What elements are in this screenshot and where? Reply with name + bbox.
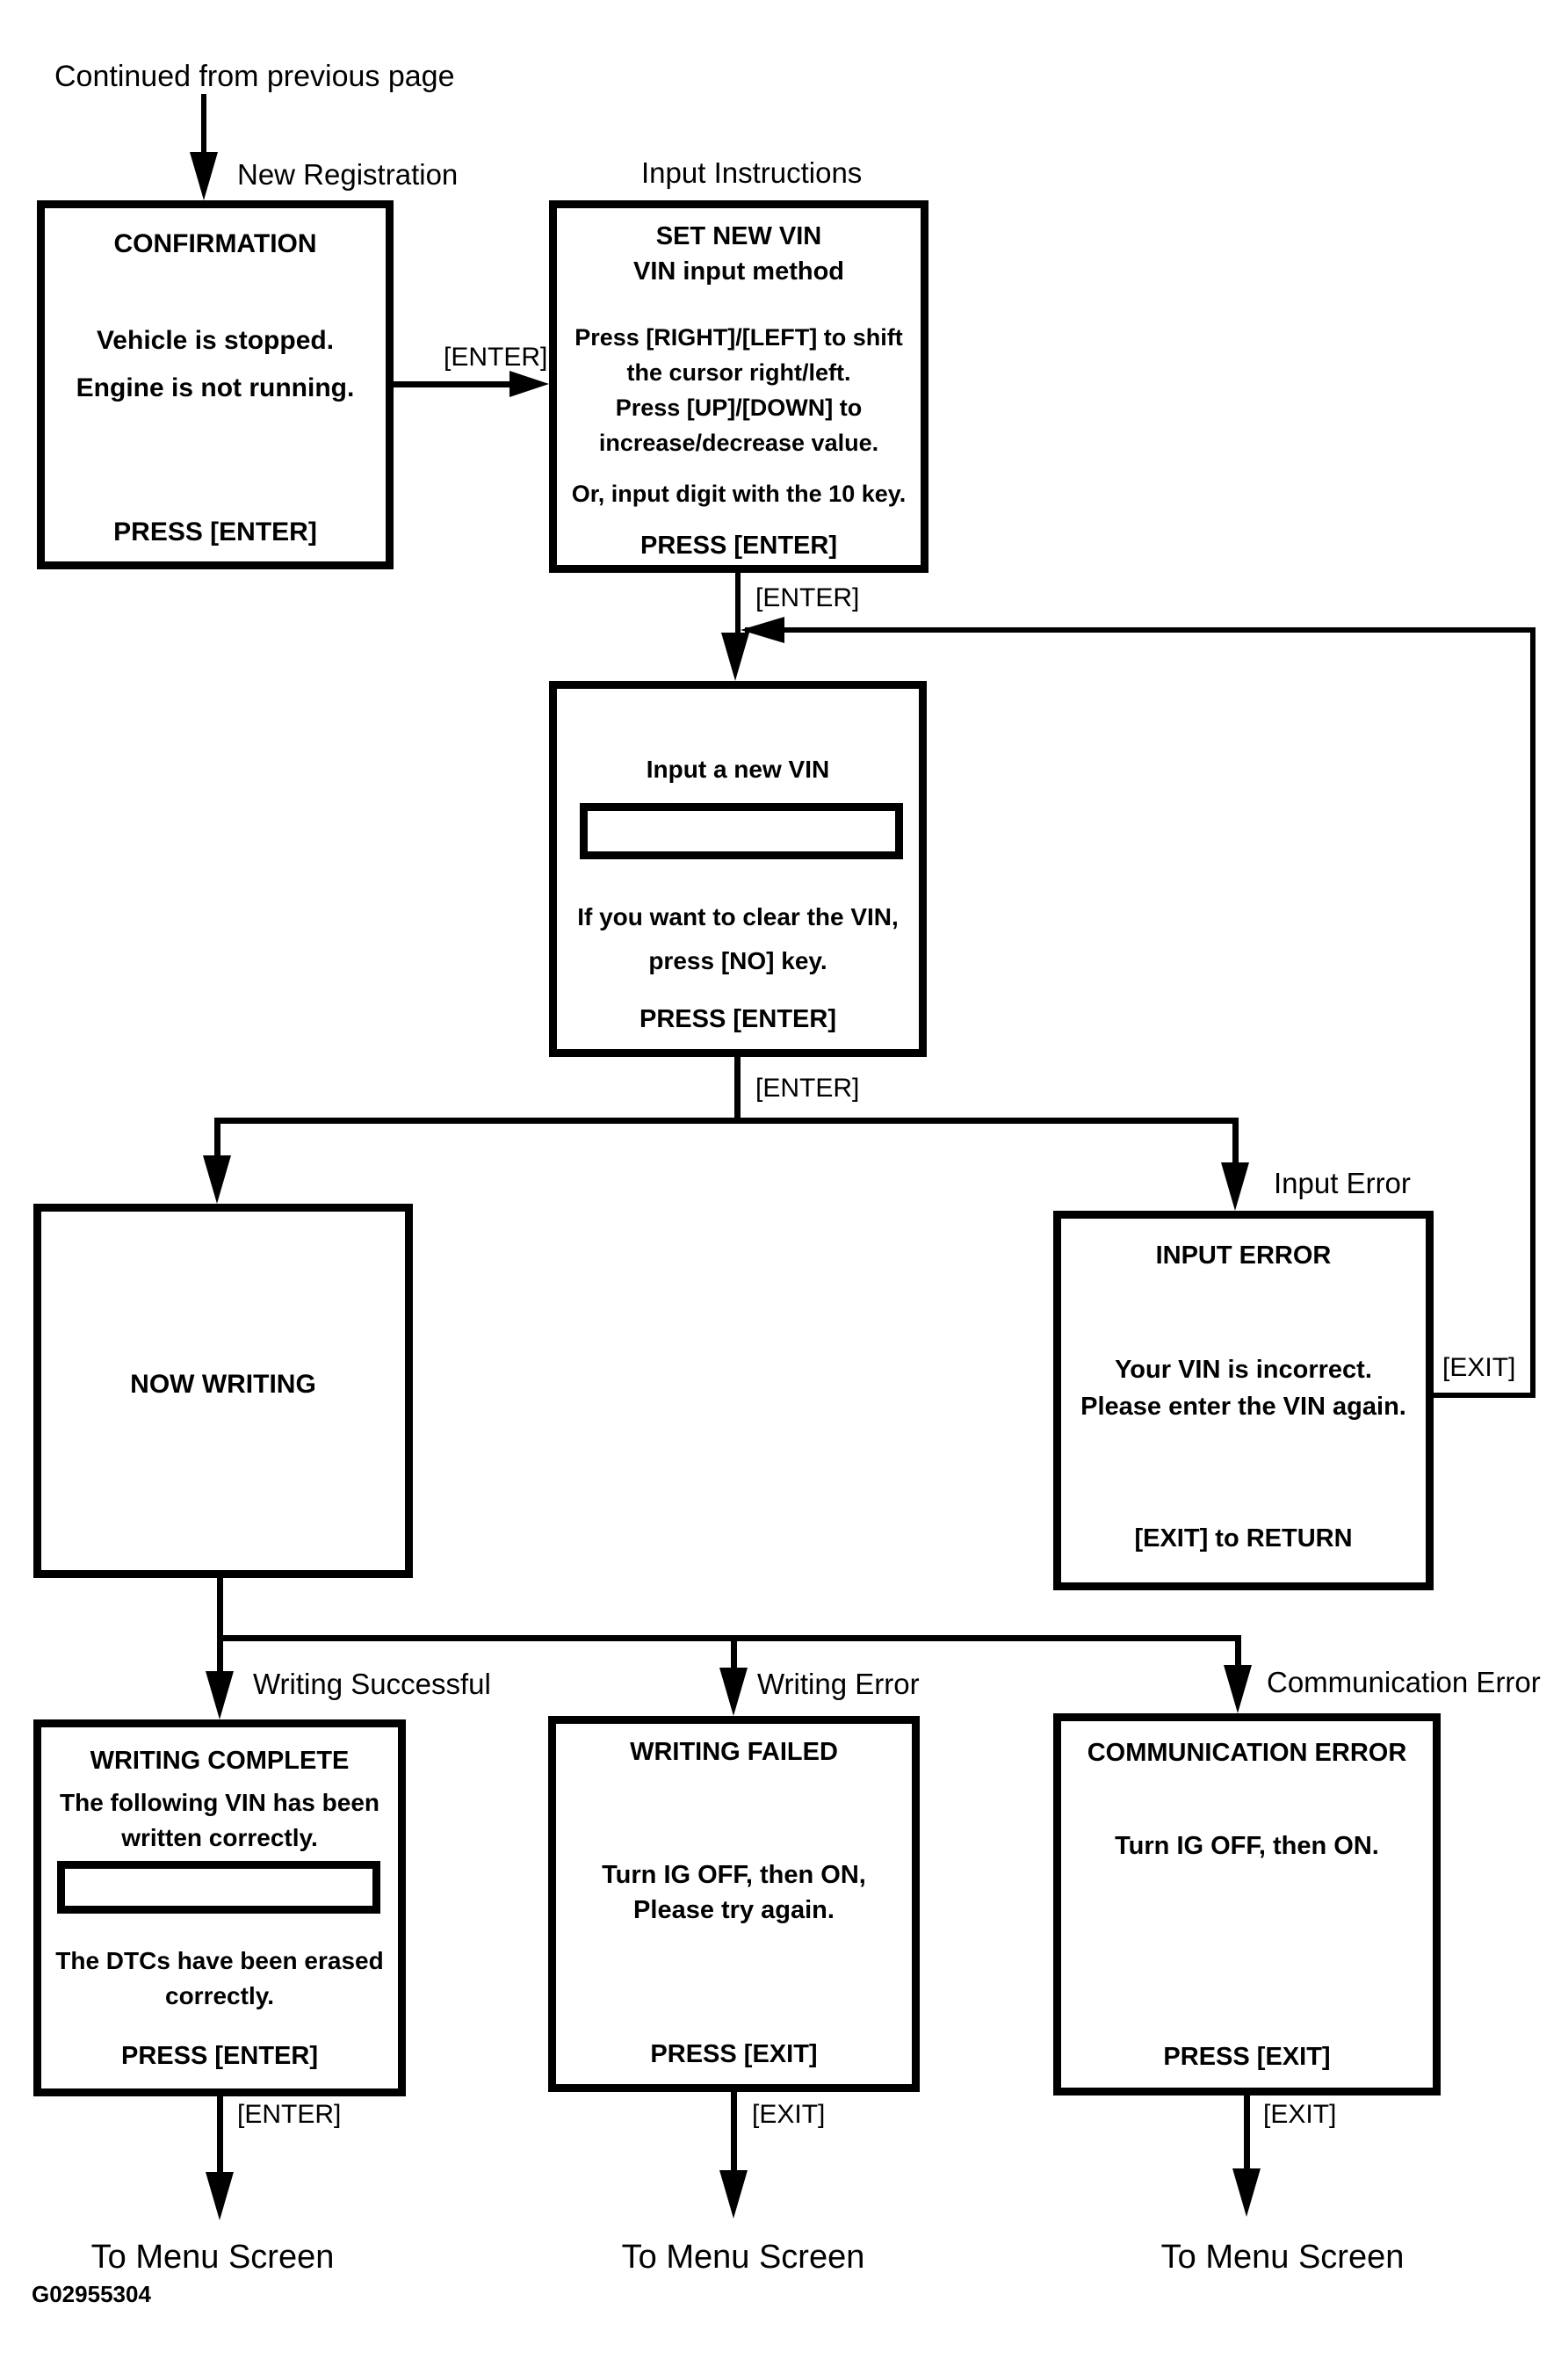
branch-label-communication-error: Communication Error [1267,1666,1541,1698]
connector-branch2 [217,1635,1241,1641]
screen-writing-failed: WRITING FAILED Turn IG OFF, then ON, Ple… [548,1716,920,2092]
vin-input-field [580,803,903,859]
arrowhead-down-icon [206,2172,234,2220]
complete-title: WRITING COMPLETE [90,1747,350,1775]
connector-commerror-down [1244,2096,1250,2171]
arrowhead-down-icon [1232,2168,1261,2217]
screen-communication-error: COMMUNICATION ERROR Turn IG OFF, then ON… [1053,1713,1441,2096]
to-menu-screen-label-1: To Menu Screen [90,2239,335,2276]
setvin-line2: the cursor right/left. [626,359,851,386]
complete-press: PRESS [ENTER] [121,2042,318,2070]
branch-label-writing-successful: Writing Successful [253,1668,491,1700]
inputvin-line2: press [NO] key. [648,947,827,974]
commerror-line1: Turn IG OFF, then ON. [1115,1832,1379,1860]
nowwriting-title: NOW WRITING [130,1370,316,1399]
connector-branch2-drop1 [217,1635,223,1676]
inputerror-press: [EXIT] to RETURN [1134,1524,1353,1553]
confirmation-press: PRESS [ENTER] [113,518,317,547]
figure-id-label: G02955304 [32,2281,151,2307]
continued-from-label: Continued from previous page [54,60,455,93]
connector-branch1-right-drop [1232,1118,1239,1163]
branch-label-writing-error: Writing Error [757,1668,920,1700]
screen-input-error: INPUT ERROR Your VIN is incorrect. Pleas… [1053,1211,1434,1590]
commerror-press: PRESS [EXIT] [1163,2043,1331,2071]
screen-input-new-vin: Input a new VIN If you want to clear the… [549,681,927,1057]
connector-branch1-left-drop [214,1118,220,1160]
connector-inputvin-down [734,1057,741,1124]
connector-failed-down [731,2092,737,2173]
vin-display-field [57,1861,380,1914]
screen-now-writing: NOW WRITING [33,1204,413,1578]
inputerror-line1: Your VIN is incorrect. [1115,1356,1372,1384]
complete-line4: correctly. [165,1982,274,2009]
connector-entry-line [201,94,206,156]
commerror-title: COMMUNICATION ERROR [1087,1739,1407,1767]
arrowhead-down-icon [1224,1665,1252,1713]
complete-line3: The DTCs have been erased [55,1947,384,1974]
connector-branch2-drop2 [731,1635,737,1672]
key-label-enter-2: [ENTER] [755,583,860,612]
connector-branch1 [214,1118,1239,1124]
arrowhead-down-icon [1221,1162,1249,1211]
arrowhead-down-icon [190,152,218,200]
inputerror-title: INPUT ERROR [1155,1241,1332,1270]
branch-label-new-registration: New Registration [237,158,459,191]
inputvin-title: Input a new VIN [646,756,830,783]
connector-confirm-to-instructions [394,381,512,387]
arrowhead-down-icon [203,1155,231,1204]
setvin-press: PRESS [ENTER] [640,532,837,560]
inputvin-line1: If you want to clear the VIN, [577,903,899,930]
setvin-line1: Press [RIGHT]/[LEFT] to shift [574,324,903,351]
setvin-subtitle: VIN input method [632,257,845,286]
key-label-exit-loop: [EXIT] [1442,1353,1516,1382]
connector-exit-stub [1434,1393,1535,1398]
connector-complete-down [217,2096,223,2174]
complete-line2: written correctly. [121,1824,318,1851]
arrowhead-down-icon [721,633,749,681]
confirmation-line1: Vehicle is stopped. [96,326,335,355]
screen-writing-complete: WRITING COMPLETE The following VIN has b… [33,1719,406,2096]
inputvin-press: PRESS [ENTER] [639,1005,836,1033]
connector-feedback-right [1530,627,1535,1398]
confirmation-title: CONFIRMATION [113,229,317,258]
arrowhead-down-icon [719,1668,748,1716]
failed-line2: Please try again. [633,1896,835,1924]
screen-confirmation: CONFIRMATION Vehicle is stopped. Engine … [37,200,394,569]
inputerror-line2: Please enter the VIN again. [1080,1393,1406,1421]
confirmation-line2: Engine is not running. [76,373,355,402]
setvin-title: SET NEW VIN [655,222,822,250]
branch-label-input-error: Input Error [1274,1167,1411,1199]
screen-set-new-vin: SET NEW VIN VIN input method Press [RIGH… [549,200,929,573]
key-label-enter-3: [ENTER] [755,1074,860,1103]
setvin-line3: Press [UP]/[DOWN] to [615,394,863,421]
connector-nowwriting-down [217,1578,223,1641]
connector-setvin-down [735,573,741,637]
to-menu-screen-label-3: To Menu Screen [1160,2239,1405,2276]
setvin-line5: Or, input digit with the 10 key. [571,481,907,507]
key-label-enter-4: [ENTER] [237,2100,342,2129]
key-label-enter-1: [ENTER] [444,343,548,372]
failed-line1: Turn IG OFF, then ON, [602,1861,866,1889]
branch-label-input-instructions: Input Instructions [641,156,863,189]
setvin-line4: increase/decrease value. [598,430,879,456]
connector-feedback-top [745,627,1535,633]
failed-title: WRITING FAILED [630,1738,838,1766]
arrowhead-down-icon [206,1671,234,1719]
key-label-exit-2: [EXIT] [752,2100,826,2129]
complete-line1: The following VIN has been [59,1789,380,1816]
to-menu-screen-label-2: To Menu Screen [621,2239,865,2276]
failed-press: PRESS [EXIT] [650,2040,818,2068]
arrowhead-right-icon [509,371,549,397]
arrowhead-down-icon [719,2170,748,2219]
connector-branch2-drop3 [1235,1635,1241,1670]
key-label-exit-3: [EXIT] [1263,2100,1337,2129]
